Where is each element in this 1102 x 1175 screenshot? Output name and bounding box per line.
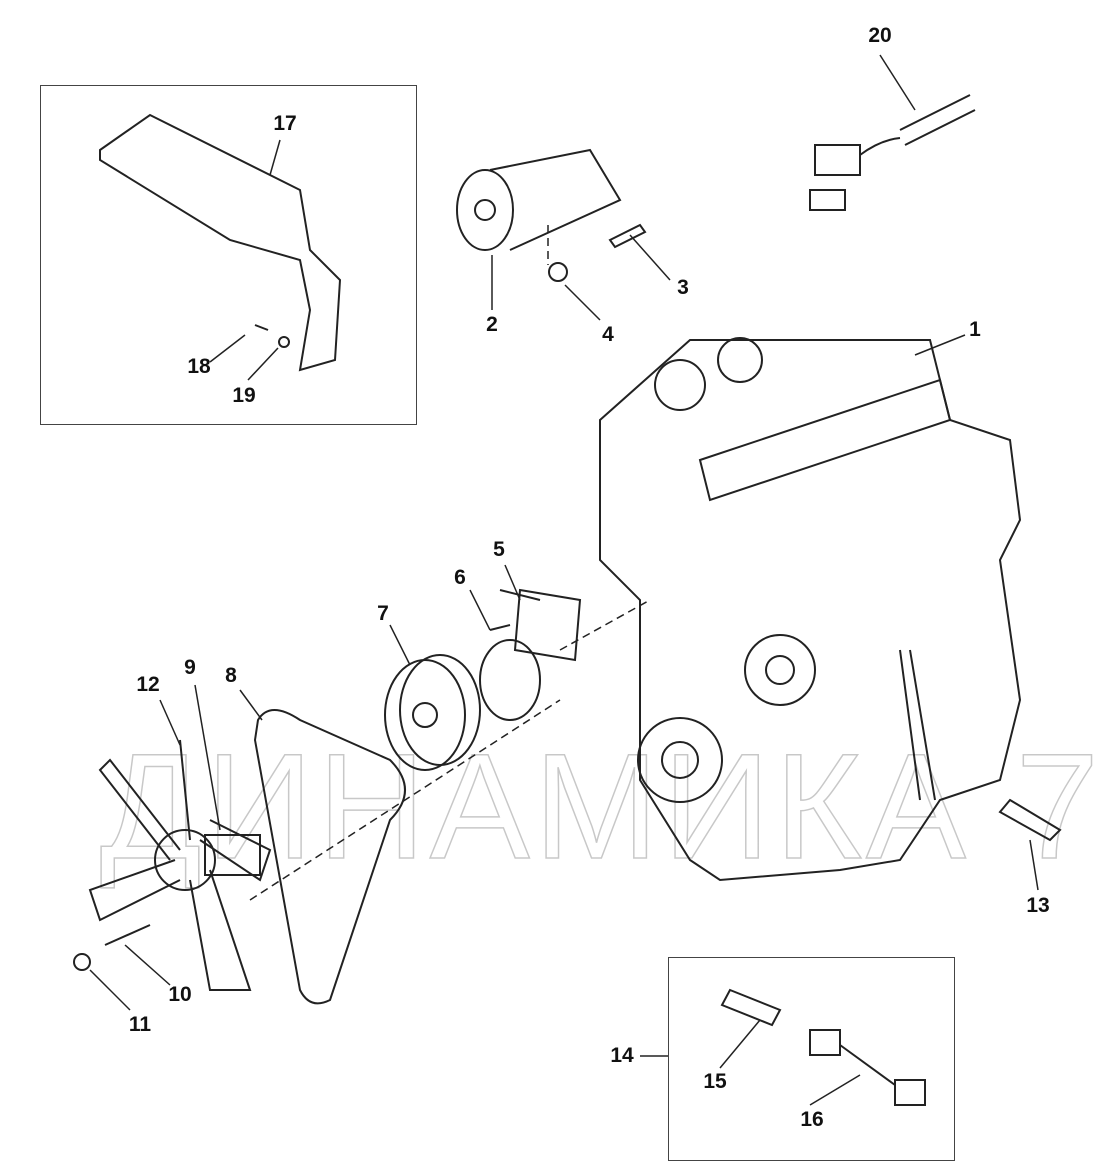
callout-7: 7 (377, 602, 389, 625)
leader-lines (89, 54, 1039, 1106)
spacer-9 (204, 834, 261, 876)
assembly-lines (249, 225, 651, 901)
callout-5: 5 (493, 538, 505, 561)
callout-12: 12 (136, 673, 160, 696)
nut-11 (73, 953, 91, 971)
callout-11: 11 (128, 1013, 152, 1036)
harness-16 (839, 1044, 896, 1086)
washer-19 (278, 336, 290, 348)
callout-3: 3 (677, 276, 689, 299)
engine-block (599, 337, 1022, 882)
starter-motor (456, 148, 647, 282)
water-pump (479, 588, 582, 721)
pulley (384, 654, 481, 771)
callout-19: 19 (232, 384, 256, 407)
callout-2: 2 (486, 313, 498, 336)
stud-10 (104, 924, 151, 946)
callout-18: 18 (187, 355, 211, 378)
callout-13: 13 (1026, 894, 1050, 917)
sensor-15 (720, 988, 782, 1027)
callout-17: 17 (273, 112, 297, 135)
callout-8: 8 (225, 664, 237, 687)
v-belt (253, 709, 406, 1005)
wiring-harness (809, 94, 976, 211)
callout-6: 6 (454, 566, 466, 589)
callout-16: 16 (800, 1108, 824, 1131)
callout-15: 15 (703, 1070, 727, 1093)
sensor-kit-box (668, 957, 955, 1161)
connector-16b (894, 1079, 926, 1106)
callout-20: 20 (868, 24, 892, 47)
callout-9: 9 (184, 656, 196, 679)
callout-4: 4 (602, 323, 614, 346)
sensor-13 (998, 798, 1062, 842)
callout-10: 10 (168, 983, 192, 1006)
connector-16a (809, 1029, 841, 1056)
bracket-detail-box (40, 85, 417, 425)
callout-14: 14 (610, 1044, 634, 1067)
bracket (99, 113, 342, 372)
callout-1: 1 (969, 318, 981, 341)
fan (88, 739, 272, 991)
bolt-18 (254, 324, 269, 331)
